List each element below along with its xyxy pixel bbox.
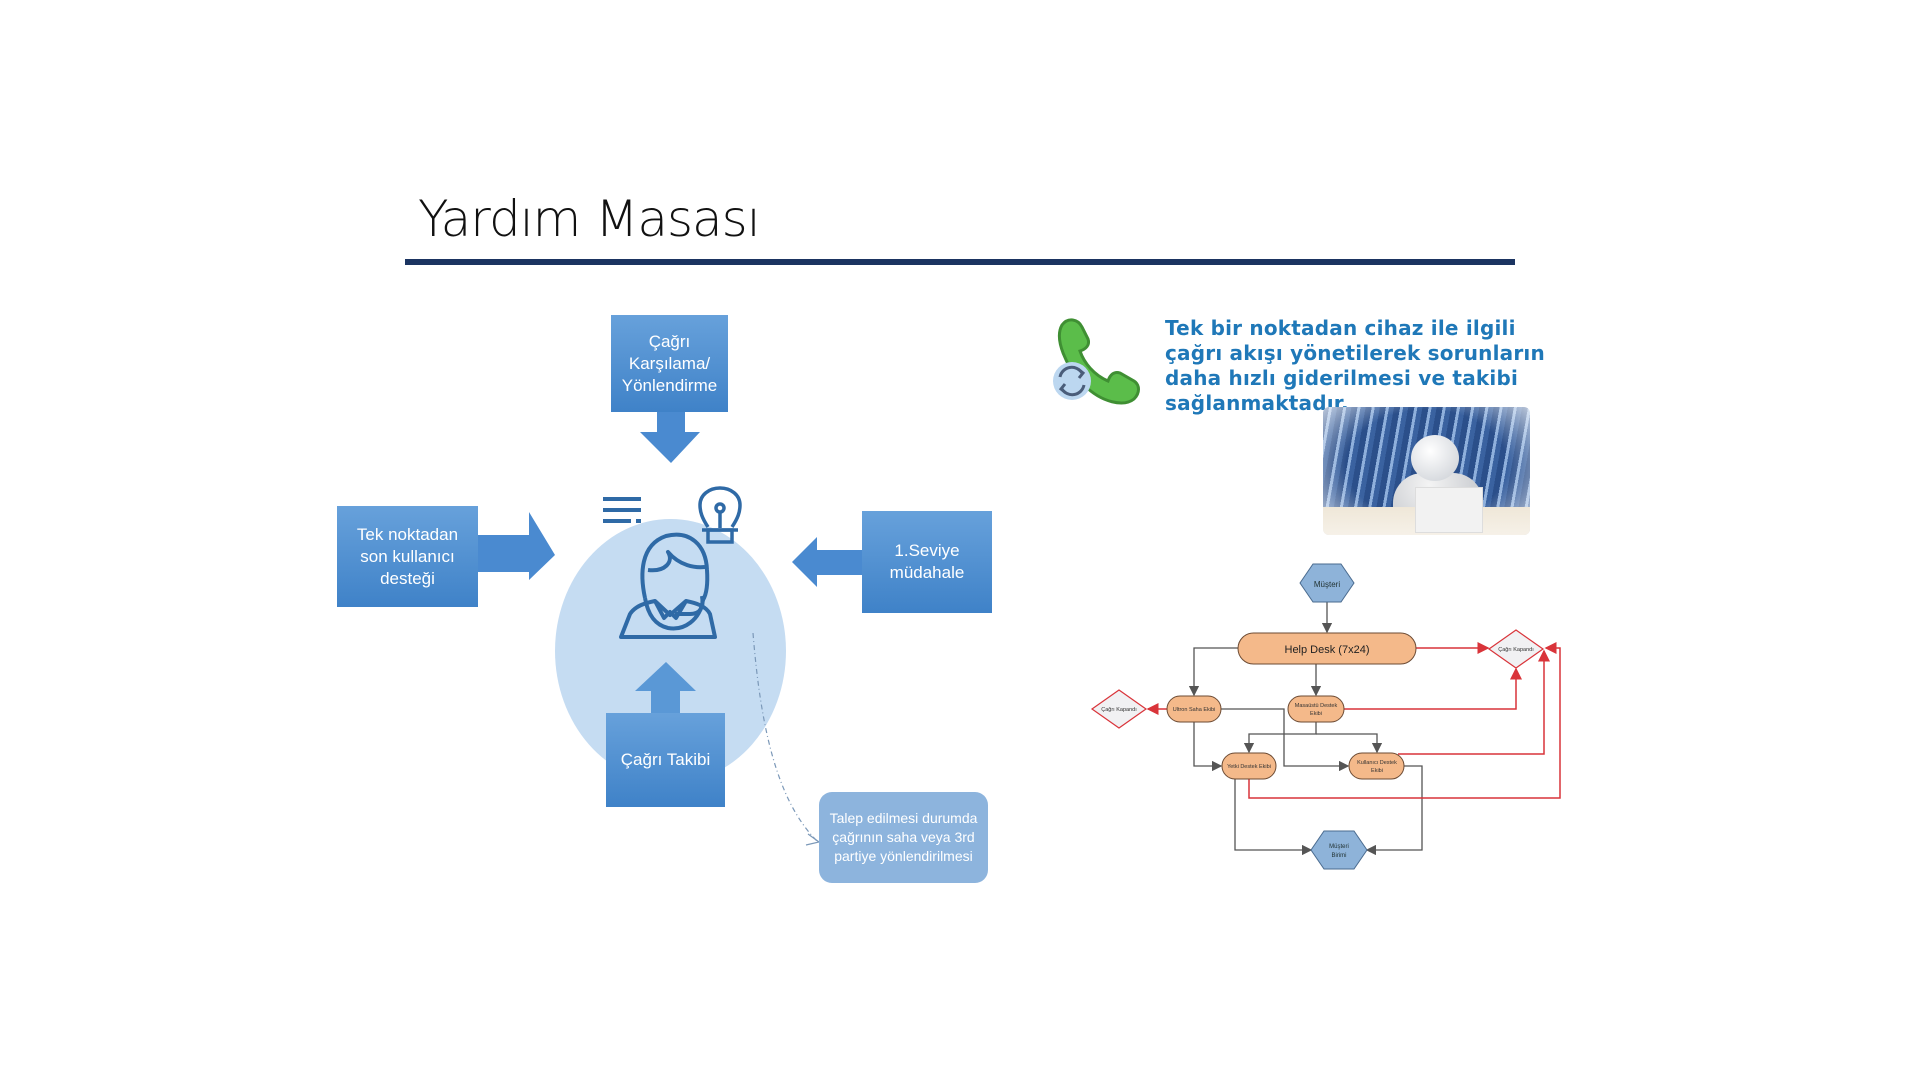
node-auth-team-label: Yetki Destek Ekibi <box>1227 764 1271 770</box>
laptop <box>1415 487 1483 533</box>
edge-field-user <box>1221 708 1350 772</box>
document-lines-icon <box>603 497 641 523</box>
edge-user-closed <box>1398 649 1550 755</box>
box-call-routing: Çağrı Karşılama/ Yönlendirme <box>611 315 728 412</box>
node-field-team-label: Ultron Saha Ekibi <box>1173 707 1216 713</box>
box-single-point-support: Tek noktadan son kullanıcı desteği <box>337 506 478 607</box>
node-closed-right-label: Çağrı Kapandı <box>1498 647 1533 653</box>
edge-desktop-closed <box>1344 667 1522 710</box>
node-customer-unit[interactable] <box>1310 830 1368 870</box>
arrow-up <box>635 662 696 713</box>
callout-escalation: Talep edilmesi durumda çağrının saha vey… <box>819 792 988 883</box>
phone-sync-icon <box>1053 318 1140 405</box>
arrow-left <box>792 537 862 587</box>
edge-auth-unit <box>1234 779 1313 856</box>
node-field-team[interactable] <box>1166 695 1222 723</box>
edge-desktop-split <box>1243 722 1317 754</box>
edge-auth-closed <box>1248 642 1561 799</box>
node-auth-team[interactable] <box>1221 752 1277 780</box>
node-helpdesk-label: Help Desk (7x24) <box>1285 644 1370 656</box>
node-desktop-team-label-2: Ekibi <box>1310 711 1322 717</box>
arrow-down <box>640 412 700 463</box>
lightbulb-icon <box>698 486 742 544</box>
support-agent-illustration <box>1323 407 1530 535</box>
node-customer-unit-label-1: Müşteri <box>1329 844 1349 850</box>
node-helpdesk[interactable] <box>1237 632 1417 665</box>
node-customer-unit-label-2: Birimi <box>1332 853 1347 859</box>
node-user-team-label-1: Kullanıcı Destek <box>1357 760 1397 766</box>
info-description: Tek bir noktadan cihaz ile ilgili çağrı … <box>1165 316 1545 415</box>
edge-desktop-user <box>1316 733 1383 754</box>
edge-helpdesk-field <box>1188 647 1238 697</box>
dashed-connector <box>752 632 819 843</box>
box-first-level: 1.Seviye müdahale <box>862 511 992 613</box>
node-closed-left[interactable] <box>1090 689 1148 729</box>
node-customer[interactable] <box>1299 563 1355 603</box>
support-agent-icon <box>619 532 717 639</box>
node-customer-label: Müşteri <box>1314 580 1340 589</box>
figure-head <box>1411 435 1459 481</box>
box-call-tracking: Çağrı Takibi <box>606 713 725 807</box>
node-desktop-team[interactable] <box>1287 695 1345 723</box>
edge-user-unit <box>1365 765 1423 856</box>
node-closed-left-label: Çağrı Kapandı <box>1101 707 1136 713</box>
node-user-team-label-2: Ekibi <box>1371 768 1383 774</box>
node-closed-right[interactable] <box>1487 629 1545 669</box>
title-divider <box>405 259 1515 265</box>
slide-title: Yardım Masası <box>418 190 761 248</box>
node-desktop-team-label-1: Masaüstü Destek <box>1295 703 1338 709</box>
edge-field-auth <box>1193 722 1223 772</box>
arrow-right <box>478 512 555 580</box>
node-user-team[interactable] <box>1348 752 1405 780</box>
